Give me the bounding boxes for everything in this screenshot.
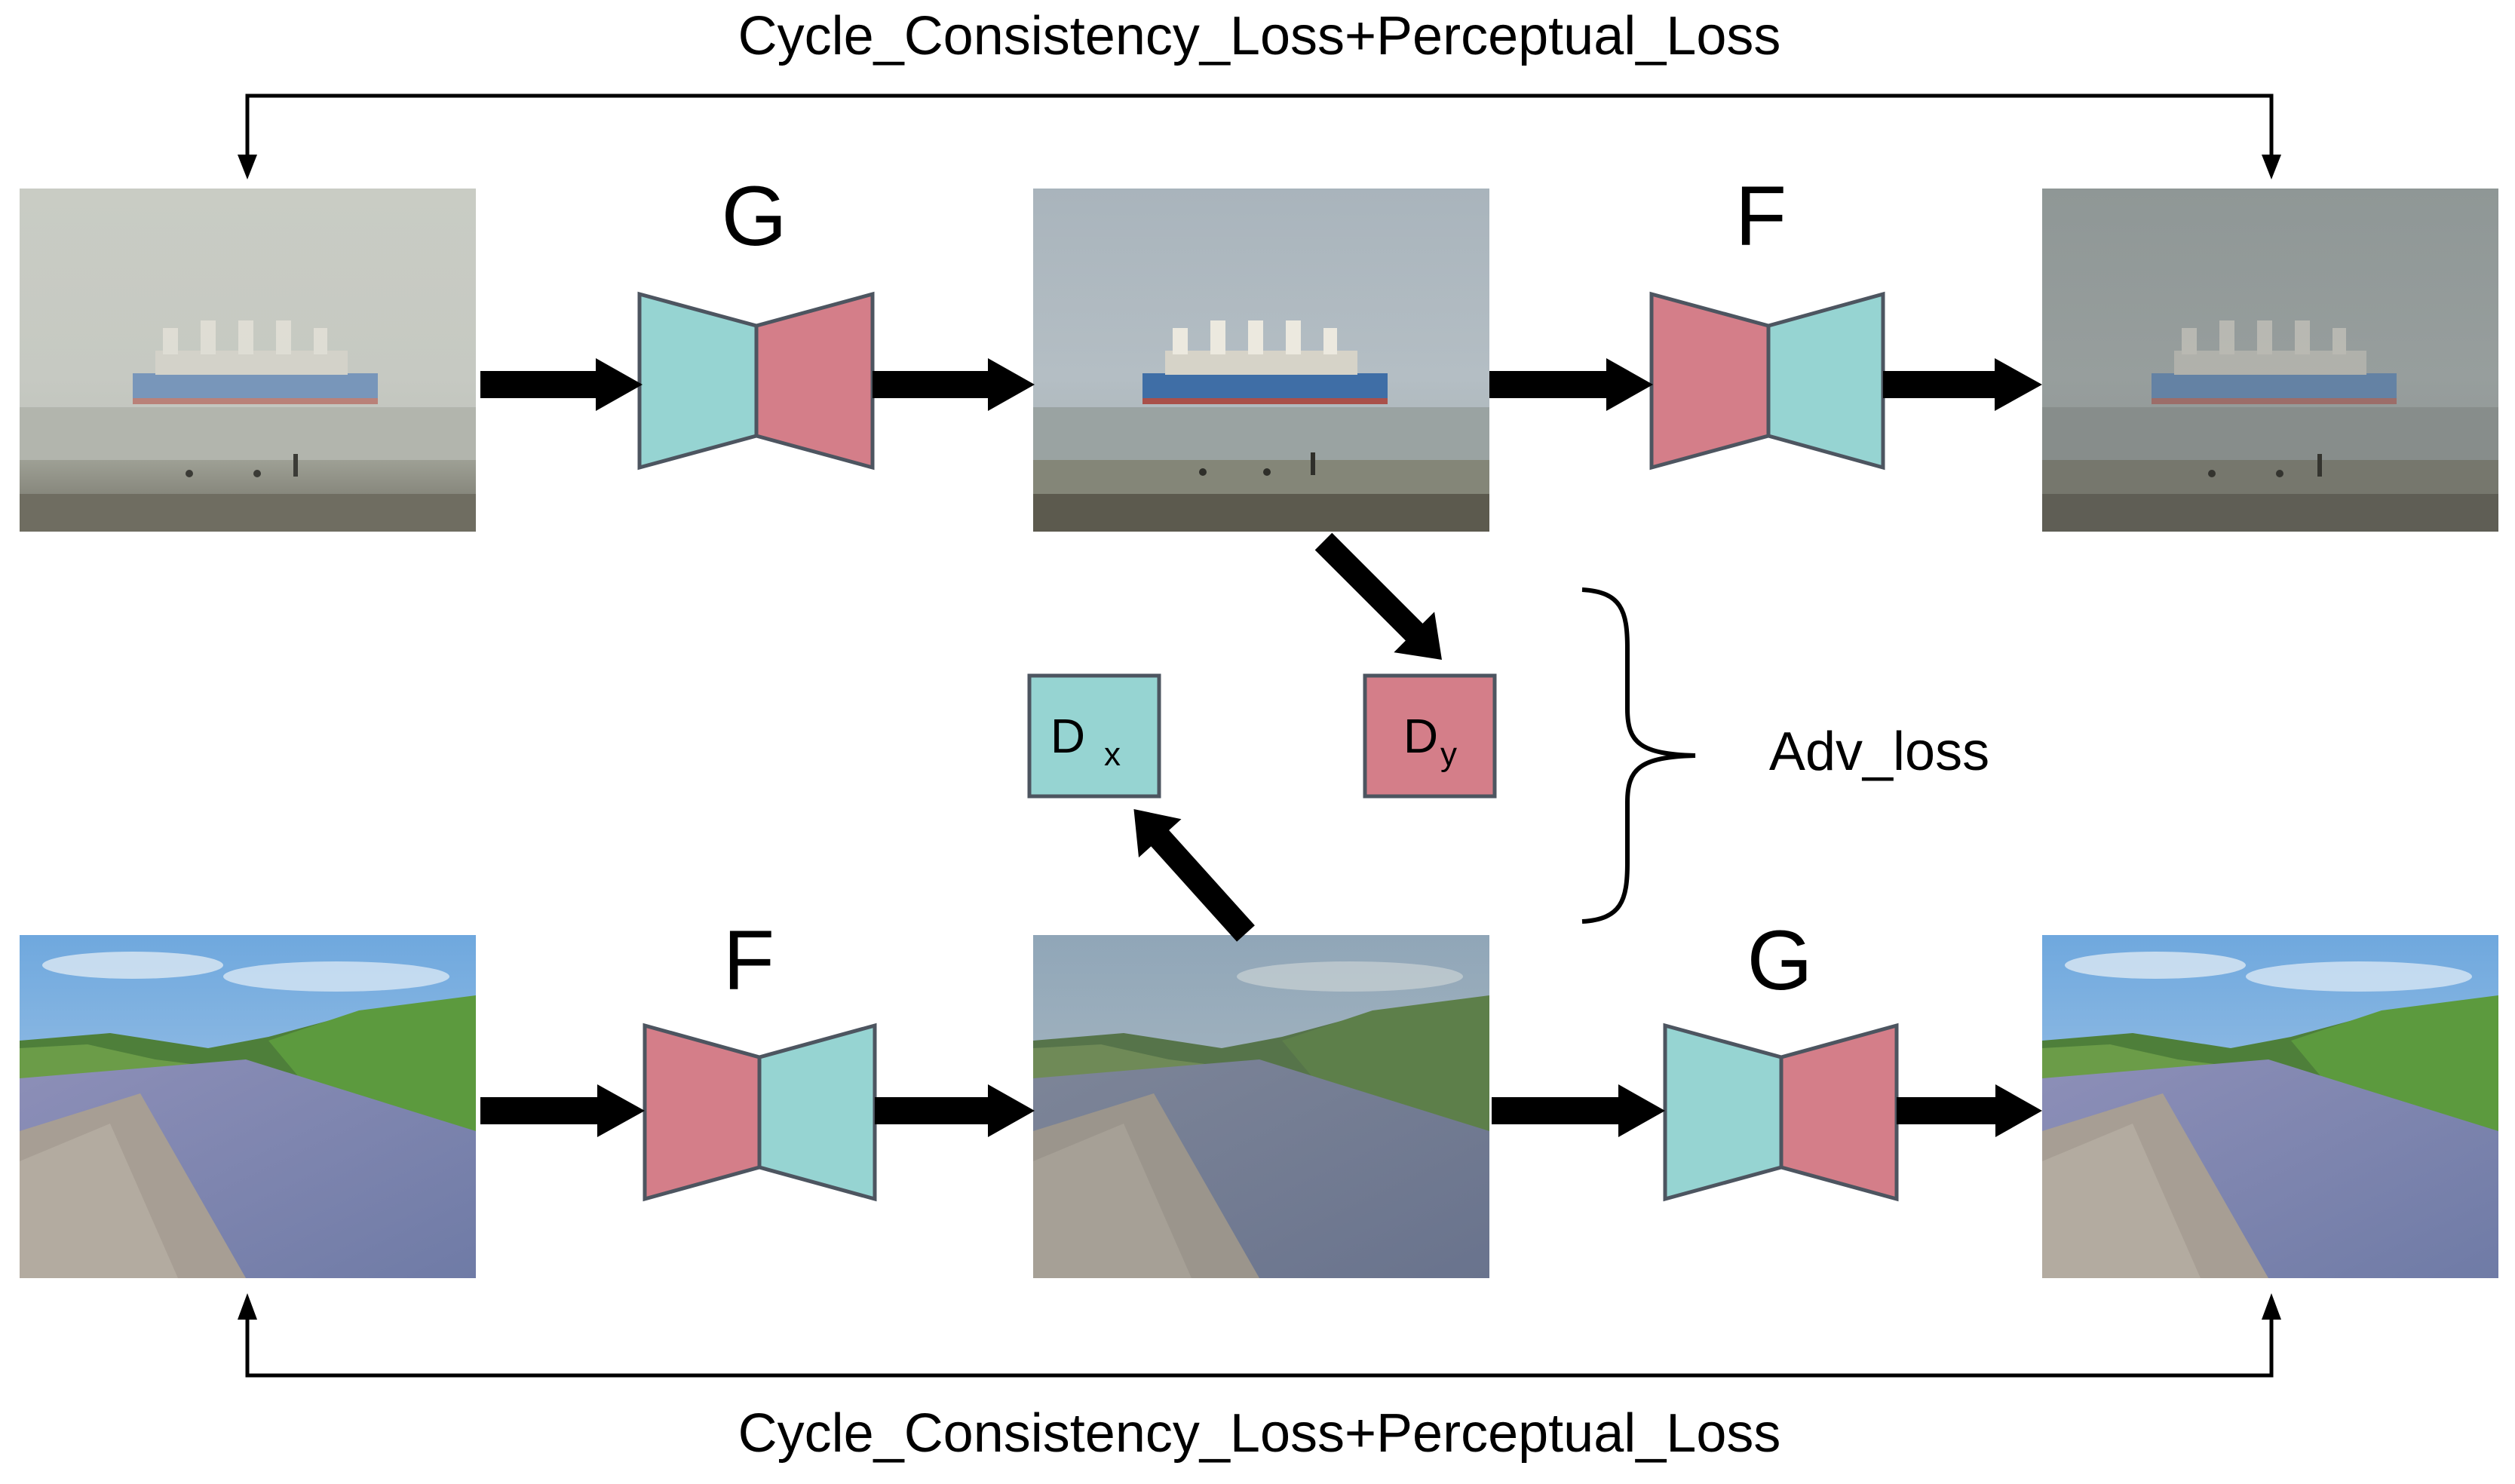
generator-f-bottom bbox=[643, 1023, 877, 1202]
arrow-dehazed-to-dy bbox=[1314, 532, 1442, 660]
bottom-loss-label: Cycle_Consistency_Loss+Perceptual_Loss bbox=[738, 1403, 1781, 1464]
generator-g-bottom bbox=[1663, 1023, 1899, 1202]
flow-arrows bbox=[480, 358, 2042, 1137]
bottom-cycle-arrowhead-left bbox=[238, 1293, 257, 1320]
top-cycle-loss-connector bbox=[245, 94, 2274, 170]
arrow-hazed-to-dx bbox=[1133, 809, 1255, 942]
arrow-hazed-to-g bbox=[1492, 1084, 1665, 1137]
arrow-f-to-hazed bbox=[875, 1084, 1035, 1137]
discriminator-dx-label: D bbox=[1050, 709, 1085, 763]
bottom-cycle-loss-connector bbox=[245, 1303, 2274, 1378]
arrow-input-to-g bbox=[480, 358, 643, 411]
hazy-input-image bbox=[20, 189, 476, 532]
top-loss-label: Cycle_Consistency_Loss+Perceptual_Loss bbox=[738, 6, 1781, 66]
generator-g-top bbox=[637, 291, 875, 471]
generator-f-top-label: F bbox=[1735, 169, 1787, 263]
arrow-g-to-reconstructed-clear bbox=[1897, 1084, 2042, 1137]
arrow-clear-to-f bbox=[480, 1084, 645, 1137]
arrow-f-to-reconstructed bbox=[1883, 358, 2042, 411]
hazed-translation-image bbox=[1033, 935, 1489, 1278]
discriminator-dy: D y bbox=[1363, 673, 1497, 799]
bottom-cycle-arrowhead-right bbox=[2262, 1293, 2281, 1320]
discriminator-dy-label: D bbox=[1403, 709, 1438, 763]
reconstructed-hazy-image bbox=[2042, 189, 2498, 532]
clear-input-image bbox=[20, 935, 476, 1278]
discriminator-dx: D x bbox=[1027, 673, 1161, 799]
generator-g-top-label: G bbox=[721, 169, 787, 263]
reconstructed-clear-image bbox=[2042, 935, 2498, 1278]
discriminator-dx-subscript: x bbox=[1104, 736, 1121, 773]
dehazed-output-image bbox=[1033, 189, 1489, 532]
arrow-dehazed-to-f bbox=[1489, 358, 1653, 411]
generator-f-top bbox=[1649, 291, 1885, 471]
generator-f-bottom-label: F bbox=[723, 913, 774, 1007]
discriminator-dy-subscript: y bbox=[1440, 736, 1457, 773]
adv-loss-label: Adv_loss bbox=[1769, 722, 1989, 782]
top-cycle-arrowhead-right bbox=[2262, 155, 2281, 179]
adv-loss-brace bbox=[1581, 587, 1696, 924]
arrow-g-to-dehazed bbox=[873, 358, 1035, 411]
generator-g-bottom-label: G bbox=[1747, 913, 1812, 1007]
top-cycle-arrowhead-left bbox=[238, 155, 257, 179]
